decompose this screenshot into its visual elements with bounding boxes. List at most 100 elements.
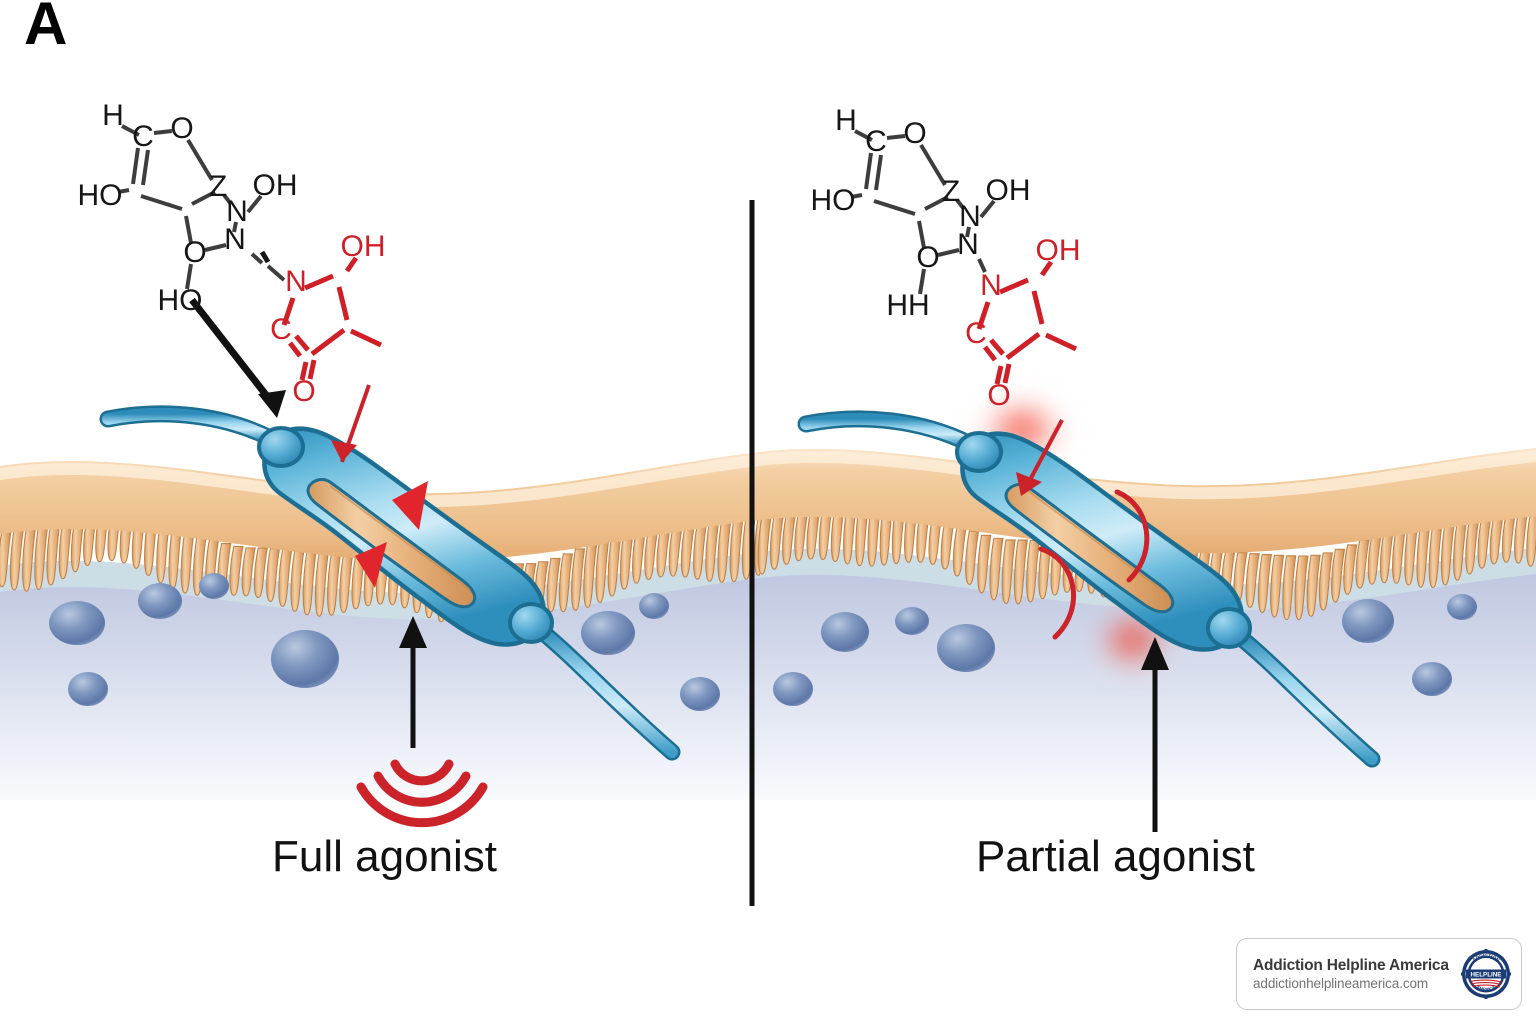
caption-full-agonist: Full agonist [272,832,498,881]
lipid-tail [546,557,561,613]
lipid-tail [58,519,73,580]
vesicles [49,573,1477,711]
caption-partial-agonist: Partial agonist [976,832,1255,881]
atom-label-O: O [903,117,926,150]
lipid-tail [940,520,955,570]
atom-label-N-upper: N [959,200,981,233]
membrane-inner-edge-left [0,552,760,620]
molecule-link-bond-right [977,258,987,273]
receptor-channel-shadow [329,485,471,591]
lipid-tail [241,547,256,597]
lipid-tail [607,534,622,597]
atom-label-O: O [170,112,193,145]
lipid-tail [1038,540,1053,600]
lipid-tail [1343,544,1358,595]
lipid-tail [9,528,25,591]
receptor-c-terminal-tail-fill [534,624,678,758]
signal-waves-full-agonist [356,759,488,828]
molecule-link-bond-left [250,252,286,282]
receptor-channel-pore [306,478,477,609]
lipid-tail [1270,554,1285,618]
lipid-tail [1355,539,1370,589]
atom-label-N-upper: N [226,195,248,228]
ligand-pointer-arrow-left [189,297,286,418]
lipid-tail [769,514,785,570]
lipid-tail [989,537,1004,601]
atom-label-C: C [132,120,154,153]
lipid-tail [583,543,598,609]
lipid-tail [1404,524,1419,586]
lipid-tail [1526,511,1536,567]
lipid-tail [1026,539,1041,603]
vesicle [581,611,635,655]
lipid-tail [351,554,366,610]
watermark-badge[interactable]: Addiction Helpline America addictionhelp… [1236,938,1522,1010]
lipid-tail [1416,523,1431,588]
membrane-head-highlight-right [760,450,1536,500]
ligand-bonds-right [976,260,1078,385]
lipid-tail [192,534,208,596]
watermark-url: addictionhelplineamerica.com [1253,975,1429,991]
receptor-full-agonist[interactable] [99,384,681,761]
atom-label-N-lower: N [224,223,246,256]
lipid-tail [1514,512,1529,564]
lipid-tail [290,549,305,612]
ligand-atom-N: N [285,265,307,298]
ligand-atom-C: C [270,313,292,346]
lipid-tail [1392,526,1407,584]
lipid-tail [1489,515,1504,565]
lipid-tail [1428,523,1443,589]
lipid-tail [806,510,821,560]
atom-label-H: H [835,104,857,137]
ligand-atom-OH: OH [341,230,386,263]
lipid-tail [668,526,683,577]
lipid-tail [0,529,12,588]
lipid-tail [558,553,574,613]
lipid-tail [693,522,708,580]
receptor-n-terminal-tail-fill [102,407,278,445]
lipid-tail [302,550,317,616]
lipid-tail [46,522,61,586]
molecule-link-tick-left [259,250,271,264]
lipid-tail [34,525,49,591]
ligand-atom-C: C [965,317,987,350]
signal-wave-arc [356,782,488,828]
gate-marker-lower [355,542,387,588]
lipid-tail [782,513,797,565]
atom-label-H: H [102,99,124,132]
ligand-atom-OH: OH [1036,234,1081,267]
atom-label-OH: OH [253,169,298,202]
lipid-tail [1465,518,1480,575]
lipid-tail [1501,513,1517,563]
vesicle [138,583,182,619]
receptor-pointer-arrow-right [1141,637,1169,832]
receptor-c-terminal-tail-fill [1234,631,1378,765]
cell-left [0,452,769,800]
lipid-tail [180,529,195,594]
lipid-tail [705,520,720,582]
lipid-tail [717,518,732,583]
ligand-binding-arrowhead [331,440,357,462]
lipid-tail [818,507,833,561]
seal-top-text: ADDICTION [1471,953,1500,964]
receptor-n-knob [955,431,1003,473]
cytoplasm-left [0,552,760,800]
watermark-title: Addiction Helpline America [1253,956,1449,974]
molecule-core-bonds-right [850,129,996,295]
receptor-c-knob [1206,607,1252,649]
lipid-tail [1331,548,1346,603]
lipid-tail [70,517,86,573]
lipid-tail [571,548,586,612]
lipid-tail [278,548,293,608]
panel-letter: A [24,0,68,57]
lipid-tail [1257,554,1273,614]
lipid-tail [1477,516,1492,569]
lipid-tail [253,547,269,599]
lipid-tail [632,529,647,584]
molecule-partial-agonist: H C O Z N OH HO N O HH N OH [811,104,1081,412]
vesicle [199,573,229,599]
ligand-atom-O: O [292,375,315,408]
atom-label-O-lower: O [916,241,939,274]
